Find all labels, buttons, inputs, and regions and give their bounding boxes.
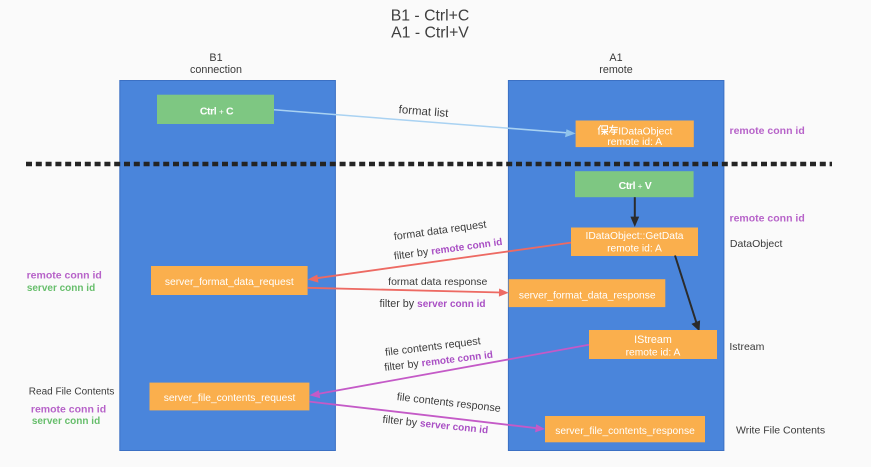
svg-text:Write File Contents: Write File Contents	[736, 424, 825, 436]
svg-text:remote conn id: remote conn id	[31, 403, 106, 415]
svg-text:A1: A1	[609, 52, 622, 64]
svg-text:Istream: Istream	[729, 341, 764, 353]
svg-text:filter by server conn id: filter by server conn id	[380, 298, 486, 310]
svg-text:remote conn id: remote conn id	[27, 270, 102, 282]
svg-text:remote conn id: remote conn id	[730, 125, 805, 137]
svg-text:server conn id: server conn id	[32, 416, 100, 427]
svg-text:format list: format list	[398, 104, 449, 120]
svg-text:remote id: A: remote id: A	[626, 348, 681, 359]
svg-text:A1 - Ctrl+V: A1 - Ctrl+V	[391, 25, 469, 42]
svg-text:remote id: A: remote id: A	[607, 137, 662, 148]
svg-text:DataObject: DataObject	[730, 238, 783, 250]
svg-text:Read File Contents: Read File Contents	[29, 387, 115, 398]
svg-text:server_file_contents_request: server_file_contents_request	[164, 393, 296, 404]
svg-text:format data response: format data response	[388, 276, 487, 288]
svg-text:IDataObject: IDataObject	[618, 126, 672, 137]
svg-text:remote id: A: remote id: A	[607, 244, 662, 255]
svg-text:IDataObject::GetData: IDataObject::GetData	[586, 231, 684, 242]
svg-text:connection: connection	[190, 64, 242, 76]
svg-text:remote: remote	[599, 64, 632, 76]
svg-text:server conn id: server conn id	[27, 283, 95, 294]
svg-text:B1: B1	[209, 52, 222, 64]
svg-text:IStream: IStream	[634, 334, 672, 346]
svg-text:server_format_data_request: server_format_data_request	[165, 277, 294, 288]
svg-text:server_file_contents_response: server_file_contents_response	[555, 426, 695, 437]
svg-text:B1 - Ctrl+C: B1 - Ctrl+C	[391, 8, 470, 25]
svg-text:Ctrl + V: Ctrl + V	[619, 180, 652, 192]
svg-text:remote conn id: remote conn id	[730, 213, 805, 225]
svg-text:server_format_data_response: server_format_data_response	[519, 290, 656, 301]
svg-text:Ctrl + C: Ctrl + C	[200, 106, 234, 118]
